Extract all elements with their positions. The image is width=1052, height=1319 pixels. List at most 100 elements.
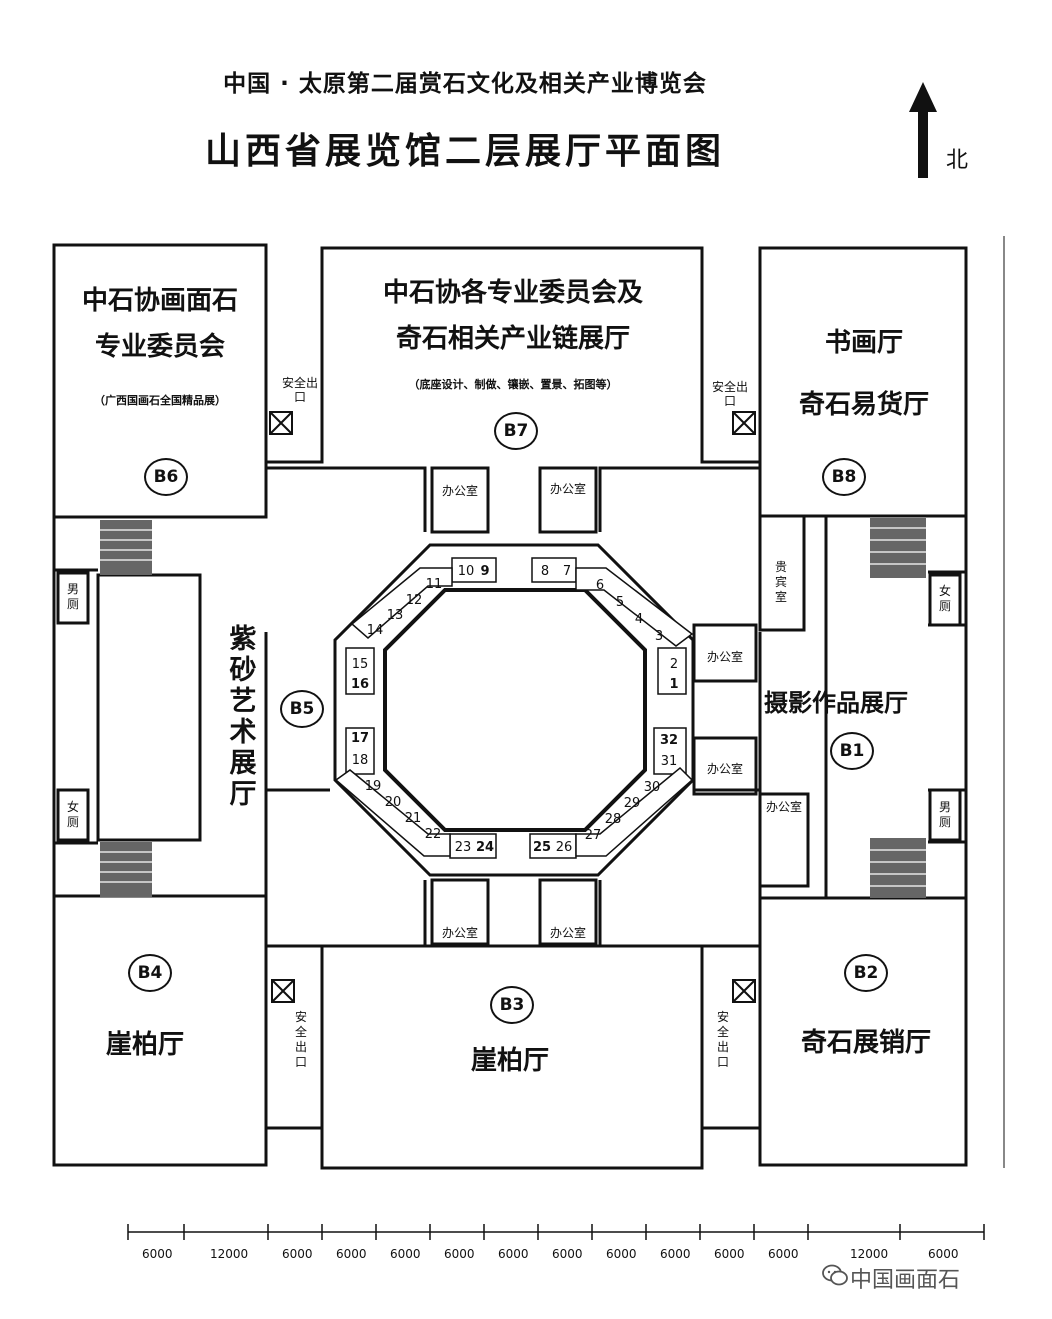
booth-number: 2	[669, 657, 679, 672]
booth-number: 26	[555, 840, 573, 855]
office-ne	[538, 466, 598, 534]
scale-label: 6000	[336, 1247, 367, 1261]
hall-b2-border	[758, 896, 968, 1167]
booth-number: 25	[532, 840, 552, 855]
scale-label: 6000	[660, 1247, 691, 1261]
booth-number: 3	[654, 629, 664, 644]
scale-label: 6000	[444, 1247, 475, 1261]
hall-b2-name: 奇石展销厅	[800, 1028, 931, 1058]
hall-b6-note: （广西国画石全国精品展）	[94, 394, 226, 407]
office-e3	[758, 792, 810, 888]
scale-label: 12000	[850, 1247, 889, 1261]
office-e2	[692, 736, 758, 796]
men-toilet-label: 男厕	[938, 800, 951, 829]
hall-b8-name-line2: 奇石易货厅	[798, 390, 929, 420]
office-label: 办公室	[441, 926, 478, 940]
hall-b6-name-line1: 中石协画面石	[81, 286, 238, 316]
exit-label: 安全出口	[294, 1010, 307, 1069]
booth-number: 10	[457, 564, 475, 579]
zone-b6-badge: B6	[144, 458, 188, 496]
hall-b7-name-line1: 中石协各专业委员会及	[382, 278, 643, 308]
booth-number: 19	[364, 779, 382, 794]
office-label: 办公室	[706, 650, 743, 664]
scale-label: 12000	[210, 1247, 249, 1261]
booth-number: 21	[404, 811, 422, 826]
scale-label: 6000	[282, 1247, 313, 1261]
scale-label: 6000	[768, 1247, 799, 1261]
booth-number: 22	[424, 827, 442, 842]
scale-label: 6000	[928, 1247, 959, 1261]
hall-b6-name-line2: 专业委员会	[94, 332, 225, 362]
hall-b1-name: 摄影作品展厅	[764, 689, 908, 717]
scale-label: 6000	[142, 1247, 173, 1261]
booth-number: 17	[350, 731, 370, 746]
hall-b5-name: 紫砂艺术展厅	[229, 624, 257, 810]
wechat-icon	[822, 1264, 848, 1286]
booth-number: 27	[584, 828, 602, 843]
exit-label: 安全出口	[282, 376, 319, 404]
booth-number: 1	[669, 677, 679, 692]
booth-number: 5	[615, 595, 625, 610]
hall-b4-border	[52, 894, 268, 1167]
booth-number: 6	[595, 578, 605, 593]
hall-b4-name: 崖柏厅	[105, 1030, 184, 1060]
women-toilet-label: 女厕	[66, 800, 79, 829]
hall-b6-name: 中石协画面石 专业委员会	[60, 278, 260, 370]
booth-number: 7	[562, 564, 572, 579]
hall-b7-note: （底座设计、制做、镶嵌、置景、拓图等）	[408, 378, 618, 391]
booth-number: 29	[623, 796, 641, 811]
booth-number: 11	[425, 577, 443, 592]
booth-number: 16	[350, 677, 370, 692]
hall-b3-border	[320, 944, 704, 1170]
exit-label: 安全出口	[716, 1010, 729, 1069]
vip-room	[758, 514, 806, 632]
office-label: 办公室	[706, 762, 743, 776]
booth-number: 24	[475, 840, 495, 855]
booth-number: 31	[660, 754, 678, 769]
zone-b2-badge: B2	[844, 954, 888, 992]
page-title: 山西省展览馆二层展厅平面图	[204, 131, 725, 172]
scale-label: 6000	[606, 1247, 637, 1261]
office-label: 办公室	[549, 482, 586, 496]
scale-label: 6000	[498, 1247, 529, 1261]
office-nw	[430, 466, 490, 534]
office-e1	[692, 623, 758, 683]
office-label: 办公室	[765, 800, 802, 814]
north-arrow-icon	[909, 82, 937, 178]
booth-number: 12	[405, 593, 423, 608]
subtitle: 中国 · 太原第二届赏石文化及相关产业博览会	[223, 71, 707, 97]
hall-b3-name: 崖柏厅	[470, 1046, 549, 1076]
zone-b7-badge: B7	[494, 412, 538, 450]
hall-b8-border	[758, 246, 968, 518]
women-toilet-label: 女厕	[938, 584, 951, 613]
hall-b8-name-line1: 书画厅	[824, 328, 903, 358]
zone-b5-badge: B5	[280, 690, 324, 728]
hall-b7-name: 中石协各专业委员会及 奇石相关产业链展厅	[330, 270, 696, 362]
zone-b3-badge: B3	[490, 986, 534, 1024]
men-toilet-label: 男厕	[66, 582, 79, 611]
hall-b6-border	[52, 243, 268, 519]
booth-number: 13	[386, 608, 404, 623]
booth-number: 4	[634, 612, 644, 627]
booth-number: 8	[540, 564, 550, 579]
booth-number: 9	[480, 564, 490, 579]
hall-b8-name: 书画厅 奇石易货厅	[770, 312, 958, 436]
booth-number: 20	[384, 795, 402, 810]
booth-number: 15	[351, 657, 369, 672]
exit-label: 安全出口	[712, 380, 749, 408]
north-label: 北	[946, 148, 969, 173]
office-sw	[430, 878, 490, 946]
scale-label: 6000	[390, 1247, 421, 1261]
office-se	[538, 878, 598, 946]
zone-b4-badge: B4	[128, 954, 172, 992]
office-label: 办公室	[549, 926, 586, 940]
scale-label: 6000	[714, 1247, 745, 1261]
booth-number: 18	[351, 753, 369, 768]
zone-b1-badge: B1	[830, 732, 874, 770]
vip-room-label: 贵宾室	[774, 560, 787, 604]
booth-number: 32	[659, 733, 679, 748]
watermark: 中国画面石	[850, 1268, 961, 1293]
zone-b8-badge: B8	[822, 458, 866, 496]
hall-b7-name-line2: 奇石相关产业链展厅	[395, 324, 630, 354]
